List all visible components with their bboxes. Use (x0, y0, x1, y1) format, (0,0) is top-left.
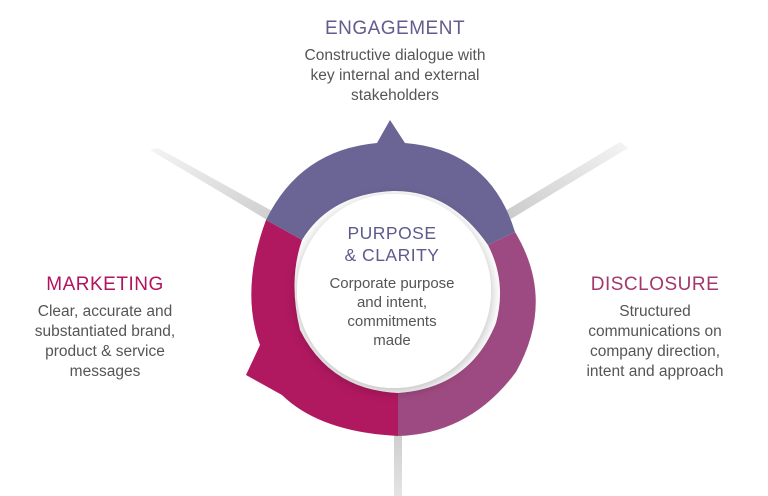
segment-marketing (246, 220, 398, 436)
engagement-heading: ENGAGEMENT (324, 18, 466, 39)
marketing-heading: MARKETING (46, 274, 164, 295)
segment-disclosure (398, 232, 536, 436)
engagement-label-group: ENGAGEMENT Constructive dialogue with ke… (250, 18, 540, 106)
spoke-bottom (394, 420, 402, 496)
spoke-upper-left (150, 148, 292, 230)
engagement-description: Constructive dialogue with key internal … (304, 47, 486, 104)
disclosure-heading: DISCLOSURE (590, 274, 720, 295)
center-circle (297, 194, 491, 388)
center-description: Corporate purpose and intent, commitment… (329, 275, 455, 349)
center-label-group: PURPOSE & CLARITY Corporate purpose and … (308, 222, 476, 350)
spoke-upper-right (500, 142, 628, 222)
disclosure-label-group: DISCLOSURE Structured communications on … (560, 274, 750, 382)
center-title: PURPOSE & CLARITY (344, 223, 440, 265)
segment-engagement (266, 120, 515, 245)
marketing-label-group: MARKETING Clear, accurate and substantia… (10, 274, 200, 382)
marketing-description: Clear, accurate and substantiated brand,… (34, 303, 176, 380)
disclosure-description: Structured communications on company dir… (586, 303, 724, 380)
